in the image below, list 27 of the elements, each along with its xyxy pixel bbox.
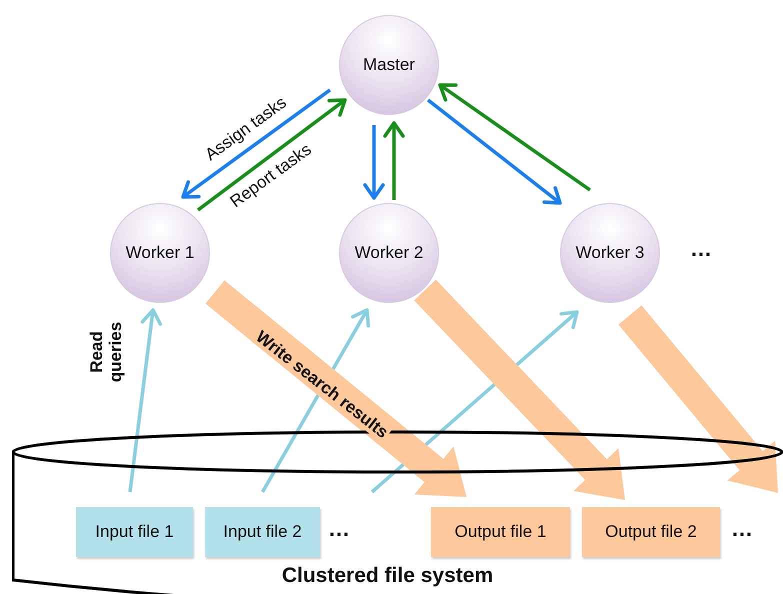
node-label: Worker 3 <box>576 243 644 263</box>
arrow <box>438 83 591 192</box>
node-label: Worker 2 <box>354 243 424 263</box>
file-label: Output file 1 <box>454 522 546 542</box>
file-box <box>205 507 320 557</box>
block-arrow <box>618 305 778 493</box>
arrow <box>383 121 405 200</box>
arrow <box>181 88 332 199</box>
file-label: Input file 1 <box>95 522 174 542</box>
storage-label: Clustered file system <box>280 564 494 588</box>
file-label: Output file 2 <box>605 522 697 542</box>
file-box <box>431 507 570 557</box>
arrow <box>260 308 370 493</box>
node-label: Worker 1 <box>126 243 194 263</box>
arrow <box>426 98 562 205</box>
ellipsis-label: … <box>328 516 352 542</box>
file-label: Input file 2 <box>223 522 302 542</box>
node-label: Master <box>363 55 415 75</box>
ellipsis-label: … <box>690 236 714 262</box>
arrow <box>128 308 162 492</box>
block-arrow <box>414 280 625 500</box>
arrow <box>196 98 347 212</box>
arrow <box>363 125 385 200</box>
ellipsis-label: … <box>731 516 755 542</box>
file-box <box>76 507 193 557</box>
block-arrow <box>206 280 466 497</box>
file-box <box>582 507 720 557</box>
